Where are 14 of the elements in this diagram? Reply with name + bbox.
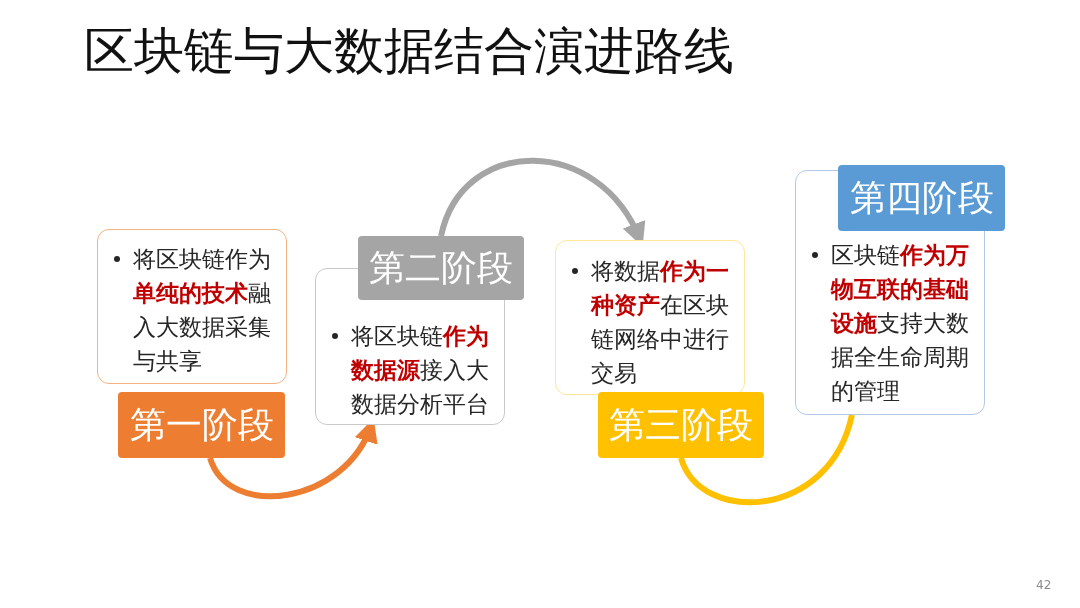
- slide-title: 区块链与大数据结合演进路线: [84, 22, 734, 80]
- stage-label: 第一阶段: [118, 392, 285, 458]
- bullet-text: 将区块链作为单纯的技术融入大数据采集与共享: [133, 245, 272, 376]
- page-number: 42: [1036, 578, 1052, 592]
- stage-label: 第二阶段: [358, 236, 524, 300]
- bullet-text: 区块链作为万物互联的基础设施支持大数据全生命周期的管理: [831, 241, 970, 406]
- stage-label: 第四阶段: [838, 165, 1005, 231]
- stage-card: [97, 229, 287, 458]
- stage-card: [555, 240, 764, 458]
- stage-label: 第三阶段: [598, 392, 764, 458]
- bullet-text: 将区块链作为数据源接入大数据分析平台: [351, 322, 490, 419]
- stage-card: [795, 165, 1005, 415]
- stage-card: [315, 236, 524, 425]
- bullet-text: 将数据作为一种资产在区块链网络中进行交易: [591, 257, 730, 388]
